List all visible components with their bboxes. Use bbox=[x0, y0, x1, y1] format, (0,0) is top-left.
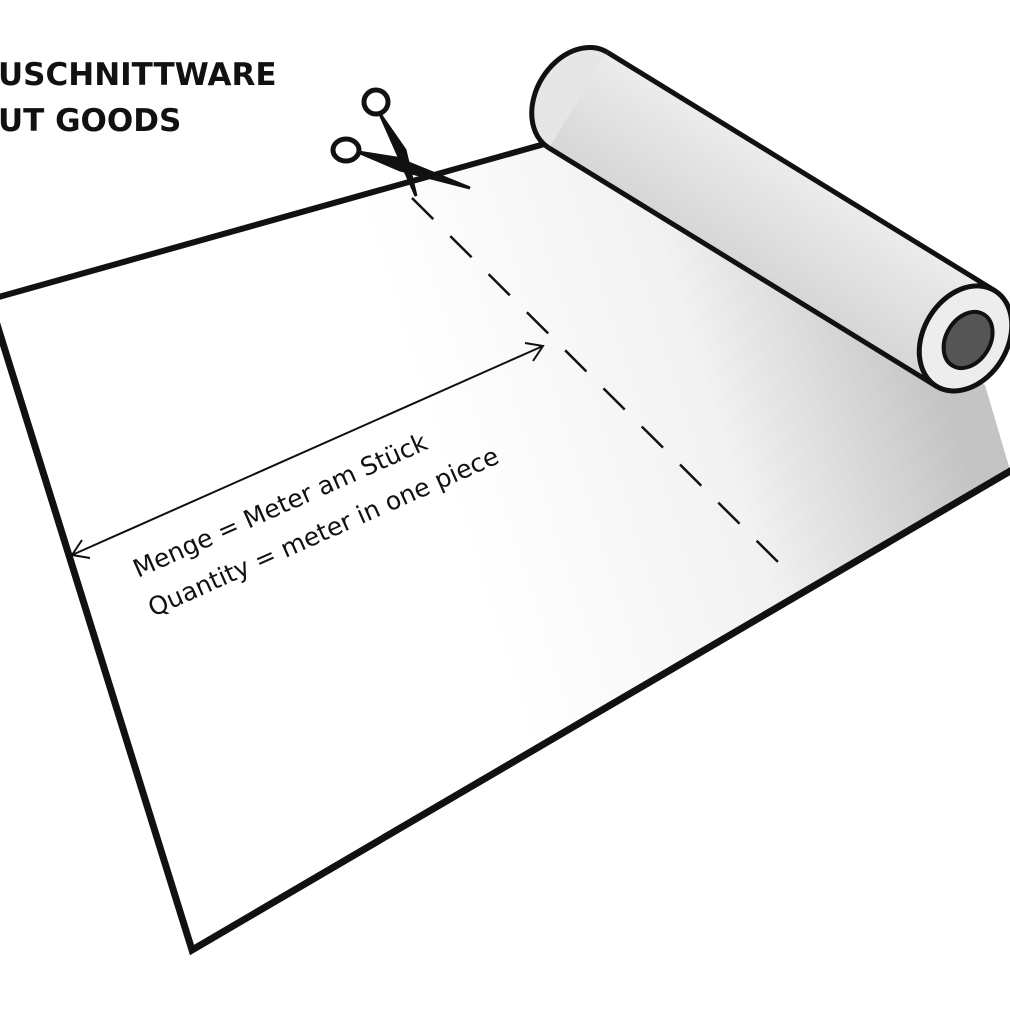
title-line-1: USCHNITTWARE bbox=[0, 57, 277, 93]
fabric-roll bbox=[529, 44, 1010, 394]
fabric-sheet bbox=[0, 142, 1010, 950]
sheet-edge-left bbox=[0, 322, 1010, 956]
measurement-arrow bbox=[70, 342, 545, 559]
scissors-icon bbox=[330, 87, 471, 197]
roll-core bbox=[941, 309, 995, 371]
title-line-2: UT GOODS bbox=[0, 103, 181, 139]
sheet-edge bbox=[0, 140, 549, 300]
